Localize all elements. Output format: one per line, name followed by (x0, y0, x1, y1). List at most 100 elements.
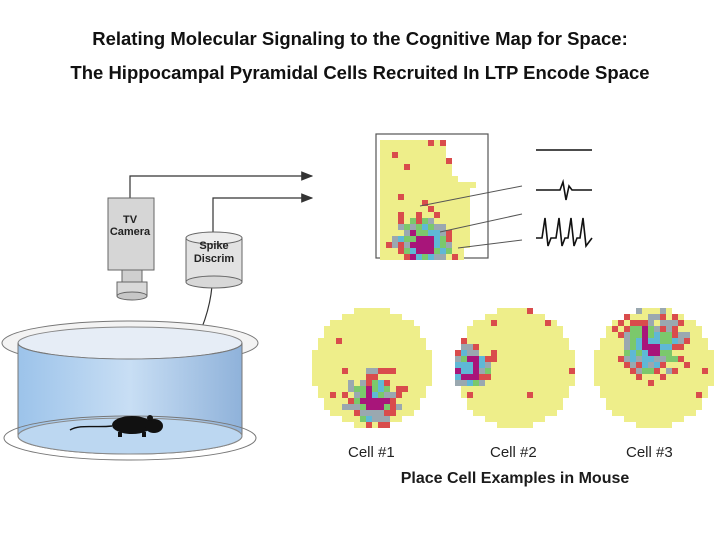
map-pixel (515, 368, 521, 374)
map-pixel (473, 398, 479, 404)
map-pixel (672, 374, 678, 380)
map-pixel (408, 356, 414, 362)
map-pixel (533, 380, 539, 386)
map-pixel (324, 344, 330, 350)
map-pixel (360, 314, 366, 320)
map-pixel (654, 362, 660, 368)
map-pixel (410, 218, 416, 224)
map-pixel (324, 368, 330, 374)
map-pixel (380, 224, 386, 230)
map-pixel (422, 140, 428, 146)
map-pixel (594, 368, 600, 374)
map-pixel (416, 242, 422, 248)
map-pixel (378, 398, 384, 404)
map-pixel (557, 380, 563, 386)
map-pixel (372, 392, 378, 398)
map-pixel (458, 206, 464, 212)
map-pixel (464, 230, 470, 236)
map-pixel (428, 236, 434, 242)
map-pixel (672, 410, 678, 416)
map-pixel (416, 236, 422, 242)
map-pixel (509, 380, 515, 386)
map-pixel (654, 368, 660, 374)
map-pixel (416, 206, 422, 212)
map-pixel (527, 332, 533, 338)
map-pixel (386, 236, 392, 242)
map-pixel (533, 368, 539, 374)
map-pixel (509, 422, 515, 428)
map-pixel (690, 380, 696, 386)
map-pixel (612, 392, 618, 398)
map-pixel (378, 344, 384, 350)
map-pixel (660, 350, 666, 356)
map-pixel (408, 326, 414, 332)
map-pixel (408, 380, 414, 386)
map-pixel (533, 392, 539, 398)
map-pixel (666, 410, 672, 416)
map-pixel (380, 254, 386, 260)
map-pixel (360, 410, 366, 416)
map-pixel (402, 332, 408, 338)
map-pixel (378, 326, 384, 332)
map-pixel (378, 362, 384, 368)
map-pixel (440, 200, 446, 206)
map-pixel (342, 314, 348, 320)
map-pixel (660, 308, 666, 314)
map-pixel (509, 308, 515, 314)
map-pixel (690, 338, 696, 344)
map-pixel (684, 410, 690, 416)
spike-label-line-1: Spike (199, 240, 229, 252)
map-pixel (434, 212, 440, 218)
map-pixel (398, 200, 404, 206)
map-pixel (696, 380, 702, 386)
map-pixel (503, 332, 509, 338)
map-pixel (330, 410, 336, 416)
map-pixel (384, 350, 390, 356)
map-pixel (569, 356, 575, 362)
map-pixel (551, 404, 557, 410)
map-pixel (521, 314, 527, 320)
map-pixel (366, 344, 372, 350)
map-pixel (461, 374, 467, 380)
map-pixel (473, 344, 479, 350)
map-pixel (396, 374, 402, 380)
map-pixel (684, 374, 690, 380)
map-pixel (366, 362, 372, 368)
map-pixel (434, 206, 440, 212)
map-pixel (648, 344, 654, 350)
map-pixel (386, 254, 392, 260)
map-pixel (455, 374, 461, 380)
map-pixel (678, 386, 684, 392)
map-pixel (384, 386, 390, 392)
map-pixel (672, 344, 678, 350)
map-pixel (491, 356, 497, 362)
map-pixel (342, 374, 348, 380)
map-pixel (594, 362, 600, 368)
map-pixel (696, 404, 702, 410)
map-pixel (708, 356, 714, 362)
map-pixel (491, 386, 497, 392)
map-pixel (545, 380, 551, 386)
map-pixel (473, 332, 479, 338)
map-pixel (372, 398, 378, 404)
map-pixel (551, 380, 557, 386)
map-pixel (384, 410, 390, 416)
map-pixel (378, 332, 384, 338)
map-pixel (551, 392, 557, 398)
map-pixel (467, 368, 473, 374)
map-pixel (533, 320, 539, 326)
map-pixel (330, 356, 336, 362)
map-pixel (473, 338, 479, 344)
map-pixel (678, 350, 684, 356)
map-pixel (618, 410, 624, 416)
map-pixel (539, 368, 545, 374)
map-pixel (410, 248, 416, 254)
camera-body (107, 197, 155, 271)
map-pixel (527, 374, 533, 380)
map-pixel (666, 350, 672, 356)
map-pixel (342, 392, 348, 398)
map-pixel (539, 350, 545, 356)
map-pixel (684, 350, 690, 356)
map-pixel (366, 404, 372, 410)
map-pixel (396, 404, 402, 410)
